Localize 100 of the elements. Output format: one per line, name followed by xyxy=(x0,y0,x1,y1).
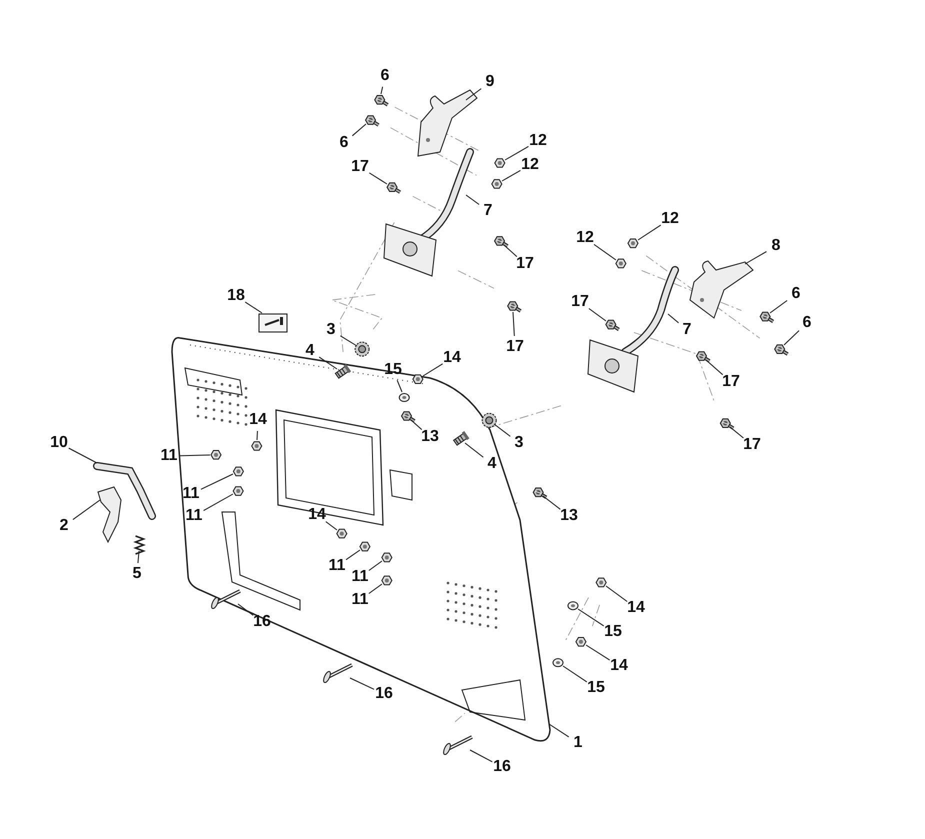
leader-line xyxy=(180,454,210,456)
leader-line xyxy=(494,424,511,437)
nut-drawing xyxy=(596,578,607,588)
callout-number: 7 xyxy=(682,321,692,339)
bracket-drawing xyxy=(418,90,478,156)
callout-number: 10 xyxy=(50,434,68,452)
callout-number: 3 xyxy=(326,321,336,339)
bolt-drawing xyxy=(386,182,401,194)
callout-number: 17 xyxy=(571,293,589,311)
leader-line xyxy=(346,550,360,560)
knob-drawing xyxy=(354,342,370,357)
leader-line xyxy=(470,750,493,762)
callout-number: 17 xyxy=(722,373,740,391)
leader-line xyxy=(784,330,800,346)
nut-drawing xyxy=(627,238,639,248)
leader-line xyxy=(578,608,604,626)
bolt-drawing xyxy=(400,411,416,422)
callout-number: 12 xyxy=(529,132,547,150)
leader-line xyxy=(562,666,588,682)
callout-number: 2 xyxy=(60,517,68,535)
callout-number: 1 xyxy=(574,734,582,752)
leader-line xyxy=(504,244,518,258)
callout-number: 12 xyxy=(576,229,594,247)
callout-number: 14 xyxy=(443,349,461,367)
leader-line xyxy=(368,584,382,594)
leader-line xyxy=(586,644,610,661)
callout-number: 17 xyxy=(516,255,534,273)
leader-line xyxy=(318,356,338,370)
callout-number: 16 xyxy=(375,685,393,703)
callout-number: 16 xyxy=(493,758,511,776)
bolt-drawing xyxy=(605,320,620,332)
leader-line xyxy=(464,442,484,458)
leader-line xyxy=(368,172,388,184)
callout-number: 11 xyxy=(186,507,202,525)
callout-number: 12 xyxy=(661,210,679,228)
callout-number: 18 xyxy=(227,287,245,305)
callout-number: 11 xyxy=(352,568,368,586)
callout-number: 6 xyxy=(792,285,800,303)
bolt-drawing xyxy=(507,301,522,312)
callout-number: 4 xyxy=(306,342,314,360)
callout-number: 16 xyxy=(253,613,271,631)
leader-line xyxy=(606,586,628,602)
leader-line xyxy=(200,474,234,490)
screw-drawing xyxy=(323,663,353,684)
callout-number: 14 xyxy=(627,599,645,617)
callout-number: 7 xyxy=(484,202,492,220)
arm-drawing xyxy=(383,148,474,277)
leader-line xyxy=(203,494,234,512)
bolt-drawing xyxy=(494,236,508,248)
knob-drawing xyxy=(482,412,497,428)
leader-line xyxy=(380,86,384,94)
leader-line xyxy=(396,380,402,392)
leader-line xyxy=(68,448,98,464)
leader-line xyxy=(72,500,100,520)
callout-number: 15 xyxy=(587,679,605,697)
callout-number: 8 xyxy=(772,237,780,255)
callout-number: 4 xyxy=(488,455,496,473)
leader-line xyxy=(770,300,788,314)
callout-number: 11 xyxy=(182,485,200,503)
leader-line xyxy=(638,224,662,240)
leader-line xyxy=(706,360,724,376)
leader-line xyxy=(548,724,570,738)
callout-number: 6 xyxy=(802,314,812,332)
leader-line xyxy=(466,88,482,100)
nut-drawing xyxy=(491,179,502,189)
callout-number: 14 xyxy=(249,411,267,429)
callout-number: 5 xyxy=(132,565,142,583)
leader-line xyxy=(352,124,366,136)
callout-number: 17 xyxy=(743,436,761,454)
leader-line xyxy=(504,146,529,160)
arm-drawing xyxy=(587,266,679,393)
leader-line xyxy=(325,521,338,530)
decal-drawing xyxy=(258,314,288,332)
bolt-drawing xyxy=(374,95,389,106)
leader-line xyxy=(502,170,521,182)
spring-drawing xyxy=(133,535,146,555)
callout-number: 3 xyxy=(514,434,524,452)
callout-number: 11 xyxy=(328,557,346,575)
nut-drawing xyxy=(615,258,626,268)
leader-line xyxy=(744,251,767,264)
leader-line xyxy=(410,420,422,430)
callout-number: 12 xyxy=(521,156,539,174)
leader-line xyxy=(244,302,262,314)
screw-drawing xyxy=(443,735,473,756)
nut-drawing xyxy=(575,636,587,647)
bolt-drawing xyxy=(532,488,548,499)
callout-number: 13 xyxy=(421,428,439,446)
bolt-drawing xyxy=(760,312,774,324)
bolt-drawing xyxy=(364,115,380,127)
leader-line xyxy=(137,550,140,564)
stud-drawing xyxy=(334,364,352,379)
callout-number: 11 xyxy=(160,447,178,465)
leader-line xyxy=(730,426,744,439)
leader-line xyxy=(238,604,254,616)
callout-number: 11 xyxy=(352,591,368,609)
leader-line xyxy=(588,308,606,322)
leader-line xyxy=(668,314,680,324)
callout-number: 9 xyxy=(486,73,494,91)
callout-number: 15 xyxy=(604,623,622,641)
leader-line xyxy=(368,560,382,572)
